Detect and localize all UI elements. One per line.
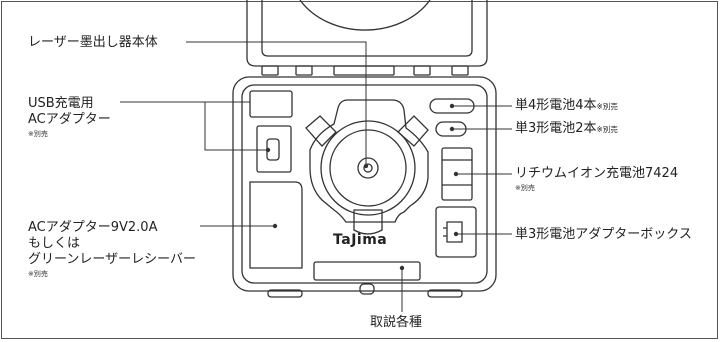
laser-ring-inner (357, 157, 379, 179)
label-aa-note: ※別売 (596, 125, 618, 134)
label-ac-adapter-3: グリーンレーザーレシーバー (28, 252, 196, 267)
dot-laser (363, 163, 369, 169)
label-ac-adapter-2: もしくは (28, 236, 81, 251)
label-li-ion-note: ※別売 (515, 184, 535, 192)
label-aa-batteries: 単3形電池2本※別売 (515, 121, 618, 137)
ac-adapter-bay (249, 181, 303, 269)
usb-adapter-pocket (256, 125, 292, 173)
laser-top-arc (299, 0, 431, 31)
dot-aaa (449, 103, 455, 109)
hinge-1 (261, 65, 279, 76)
aa-adapter-plug (443, 221, 463, 243)
laser-foot-left (305, 115, 337, 147)
laser-foot-bottom (353, 209, 383, 235)
case-body-outer (232, 76, 497, 292)
hinge-3 (333, 65, 395, 76)
dot-manuals (399, 265, 405, 271)
latch (359, 283, 375, 295)
label-aaa-text: 単4形電池4本 (515, 98, 597, 113)
label-aa-adapter-box: 単3形電池アダプターボックス (515, 227, 692, 242)
laser-aperture (363, 163, 373, 173)
dot-usb (265, 147, 271, 153)
laser-foot-right (397, 115, 429, 147)
label-aa-text: 単3形電池2本 (515, 121, 597, 136)
label-ac-adapter: ACアダプター9V2.0A (28, 220, 158, 235)
label-manuals: 取説各種 (370, 315, 423, 330)
foot-right (427, 289, 463, 298)
label-usb-adapter-note: ※別売 (28, 130, 48, 138)
leader-laser-body (186, 41, 367, 166)
dot-li-ion (453, 171, 459, 177)
laser-ring-outer (320, 120, 416, 216)
brand-logo: TaJima (333, 232, 388, 248)
label-usb-adapter: USB充電用 (28, 96, 94, 111)
usb-adapter-slot (249, 90, 293, 118)
dot-aa (449, 126, 455, 132)
dot-ac (272, 223, 278, 229)
laser-body-shape (309, 99, 429, 223)
lid-inner (261, 0, 473, 57)
aa-adapter-box-slot (435, 206, 477, 258)
manual-tray (313, 261, 421, 281)
label-laser-body: レーザー墨出し器本体 (28, 35, 158, 50)
hinge-5 (451, 65, 469, 76)
foot-left (267, 289, 303, 298)
case-body-inner (241, 84, 488, 284)
label-aaa-note: ※別売 (596, 102, 618, 111)
label-aaa-batteries: 単4形電池4本※別売 (515, 98, 618, 114)
laser-ring-mid (329, 129, 407, 207)
label-ac-adapter-note: ※別売 (28, 270, 48, 278)
label-usb-adapter-2: ACアダプター (28, 112, 111, 127)
hinge-2 (295, 65, 313, 76)
hinge-4 (413, 65, 431, 76)
dot-aa-box (453, 231, 459, 237)
leader-usb-adapter (120, 101, 268, 151)
label-li-ion-battery: リチウムイオン充電池7424 (515, 166, 679, 181)
